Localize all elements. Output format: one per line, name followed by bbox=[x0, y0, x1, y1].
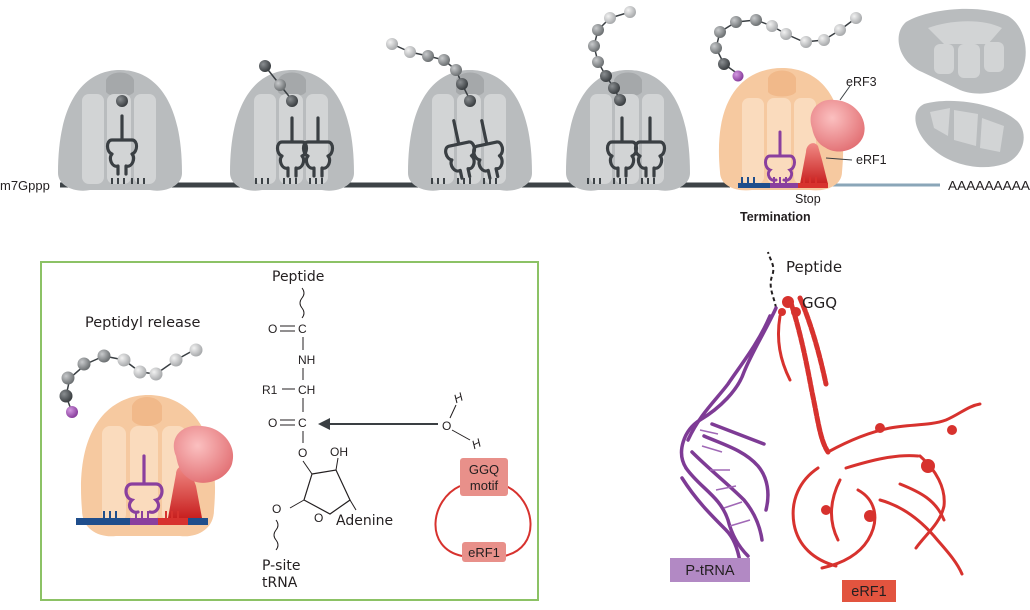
peptide-bead bbox=[604, 12, 616, 24]
structure-peptide-label: Peptide bbox=[786, 258, 842, 276]
inset-terminating-ribosome bbox=[59, 343, 234, 537]
ggq-motif-diagram: GGQ motif eRF1 bbox=[434, 458, 532, 562]
peptide-bead bbox=[116, 95, 128, 107]
peptide-bead bbox=[97, 349, 111, 363]
water-o: O bbox=[442, 419, 451, 433]
terminating-ribosome bbox=[710, 12, 865, 191]
inset-title: Peptidyl release bbox=[85, 315, 200, 331]
chem-c2: C bbox=[298, 416, 307, 430]
erf3-label: eRF3 bbox=[846, 75, 877, 89]
peptide-bead bbox=[456, 78, 468, 90]
peptide-bead bbox=[66, 406, 78, 418]
peptide-bead bbox=[117, 353, 131, 367]
peptide-bead bbox=[149, 367, 163, 381]
peptide-bead bbox=[608, 82, 620, 94]
erf1-protein bbox=[800, 143, 828, 184]
peptide-bead bbox=[710, 42, 722, 54]
ggq-motif-box bbox=[460, 458, 508, 496]
peptide-bead bbox=[259, 60, 271, 72]
peptide-bead bbox=[624, 6, 636, 18]
peptide-bead bbox=[730, 16, 742, 28]
peptide-bead bbox=[750, 14, 762, 26]
peptide-bead bbox=[133, 365, 147, 379]
chem-adenine: Adenine bbox=[336, 513, 393, 529]
chem-o3: O bbox=[298, 446, 307, 460]
inset-erf1 bbox=[168, 465, 202, 518]
peptide-bead bbox=[732, 70, 744, 82]
peptide-bead bbox=[834, 24, 846, 36]
erf1-structure-label-box bbox=[842, 580, 896, 602]
termination-label: Termination bbox=[740, 210, 811, 224]
peptide-bead bbox=[614, 94, 626, 106]
peptide-bead bbox=[464, 95, 476, 107]
peptide-bead bbox=[438, 54, 450, 66]
peptide-bead bbox=[850, 12, 862, 24]
chem-o2: O bbox=[268, 416, 277, 430]
ptrna-erf1-structure bbox=[679, 251, 982, 576]
inset-erf3 bbox=[173, 425, 234, 483]
chem-oh: OH bbox=[330, 445, 348, 459]
chem-o1: O bbox=[268, 322, 277, 336]
ptrna-label: P-tRNA bbox=[685, 563, 734, 579]
ribosome-2 bbox=[230, 60, 354, 191]
peptide-bead bbox=[592, 24, 604, 36]
peptide-bead bbox=[386, 38, 398, 50]
peptide-bead bbox=[800, 36, 812, 48]
dissociated-ribosome-subunits bbox=[898, 8, 1026, 168]
peptide-bead bbox=[61, 371, 75, 385]
peptide-bead bbox=[588, 40, 600, 52]
peptide-bead bbox=[286, 95, 298, 107]
ptrna-label-box bbox=[670, 558, 750, 582]
peptide-bead bbox=[818, 34, 830, 46]
peptidyl-release-inset bbox=[40, 261, 539, 601]
peptide-bead bbox=[766, 20, 778, 32]
chem-c1: C bbox=[298, 322, 307, 336]
chem-trna: tRNA bbox=[262, 575, 298, 591]
water-h1: H bbox=[451, 390, 465, 406]
motif-box-label: motif bbox=[470, 478, 499, 493]
peptide-bead bbox=[77, 357, 91, 371]
ggq-box-label: GGQ bbox=[469, 462, 499, 477]
polya-tail-label: AAAAAAAAA bbox=[948, 179, 1030, 193]
peptide-bead bbox=[422, 50, 434, 62]
chem-ring-o: O bbox=[314, 511, 323, 525]
chem-nh: NH bbox=[298, 353, 315, 367]
peptide-bead bbox=[718, 58, 730, 70]
chem-o4: O bbox=[272, 502, 281, 516]
peptide-bead bbox=[274, 79, 286, 91]
peptide-bead bbox=[404, 46, 416, 58]
erf1-label: eRF1 bbox=[856, 153, 887, 167]
peptide-bead bbox=[592, 56, 604, 68]
water-h2: H bbox=[469, 436, 483, 452]
ribosome-1 bbox=[58, 70, 182, 191]
chem-psite: P-site bbox=[262, 558, 300, 574]
ester-hydrolysis-chemistry: Peptide O C NH R1 CH O C O OH O Adenine … bbox=[262, 269, 483, 591]
ribosome-4 bbox=[566, 6, 690, 191]
peptide-bead bbox=[600, 70, 612, 82]
chem-r1: R1 bbox=[262, 383, 278, 397]
ribosome-3 bbox=[386, 38, 532, 191]
chem-peptide: Peptide bbox=[272, 269, 324, 285]
erf1-box bbox=[462, 542, 506, 562]
stop-codon-label: Stop bbox=[795, 192, 821, 206]
erf3-protein bbox=[810, 99, 865, 152]
erf1-structure-label: eRF1 bbox=[851, 584, 886, 600]
peptide-bead bbox=[59, 389, 73, 403]
cap-label: m7Gppp bbox=[0, 178, 50, 193]
peptide-bead bbox=[714, 26, 726, 38]
erf1-box-label: eRF1 bbox=[468, 545, 500, 560]
peptide-bead bbox=[780, 28, 792, 40]
structure-ggq-label: GGQ bbox=[802, 294, 837, 312]
peptide-bead bbox=[169, 353, 183, 367]
peptide-bead bbox=[450, 64, 462, 76]
peptide-bead bbox=[189, 343, 203, 357]
chem-ch: CH bbox=[298, 383, 315, 397]
